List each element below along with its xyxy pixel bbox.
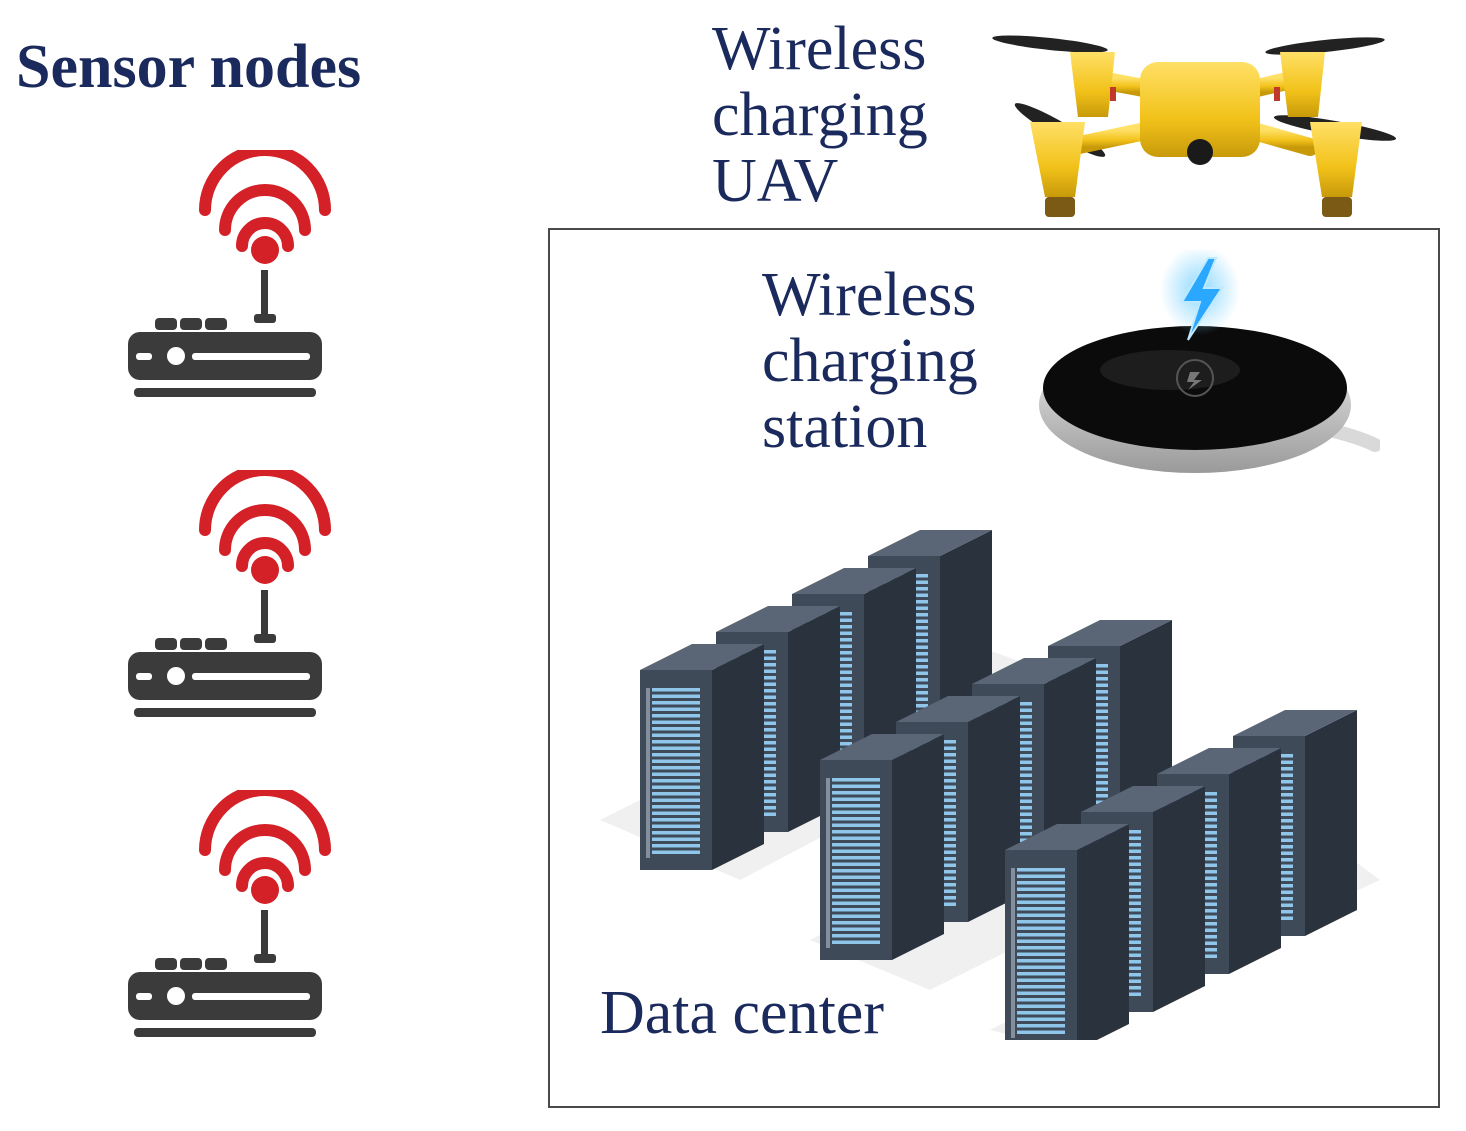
camera-icon [1187, 139, 1213, 165]
uav-title-line-3: UAV [712, 147, 839, 215]
data-center-box [548, 228, 1440, 1108]
lightning-bolt-icon [1180, 257, 1224, 341]
sensor-nodes-title: Sensor nodes [16, 33, 362, 101]
signal-dot [251, 876, 279, 904]
server-rack-icon [820, 734, 944, 960]
wifi-signal-icon [199, 790, 331, 892]
station-title: Wireless charging station [762, 264, 978, 462]
router-icon [128, 590, 322, 717]
station-title-line-3: station [762, 393, 928, 461]
signal-dot [251, 236, 279, 264]
sensor-node-1 [128, 150, 331, 397]
drone-icon [992, 35, 1397, 217]
uav-title-line-1: Wireless [712, 15, 927, 83]
signal-dot [251, 556, 279, 584]
wifi-signal-icon [199, 470, 331, 572]
server-rack-icon [640, 644, 764, 870]
sensor-node-3 [128, 790, 331, 1037]
router-icon [128, 270, 322, 397]
uav-title: Wireless charging UAV [712, 18, 928, 216]
sensor-node-2 [128, 470, 331, 717]
charging-pad-icon [1039, 250, 1380, 473]
station-title-line-2: charging [762, 327, 978, 395]
uav-title-line-2: charging [712, 81, 928, 149]
server-rack-icon [1005, 824, 1129, 1040]
server-racks [600, 530, 1380, 1040]
router-icon [128, 910, 322, 1037]
data-center-title: Data center [600, 979, 884, 1047]
wifi-signal-icon [199, 150, 331, 252]
station-title-line-1: Wireless [762, 261, 977, 329]
